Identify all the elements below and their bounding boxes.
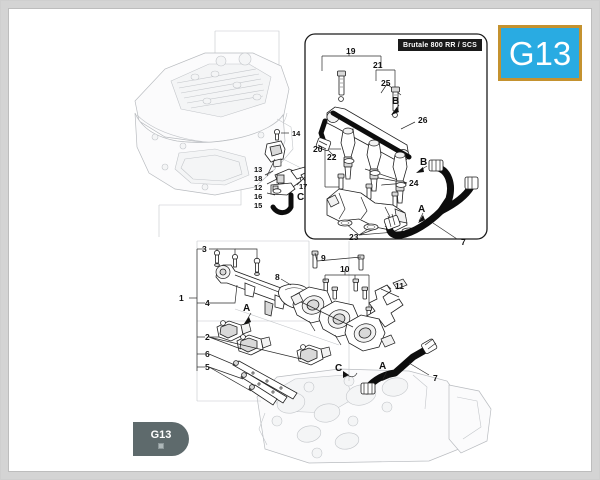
marker-b-hose: B: [420, 157, 427, 168]
inset-part-24-screws: [337, 173, 399, 208]
inset-hose-fitting-a: [383, 213, 401, 230]
hose-fitting-lower: [360, 382, 376, 395]
marker-b-inset: B: [392, 96, 399, 107]
inset-part-20-orings: [343, 158, 407, 188]
part-2-injectors: [216, 320, 332, 366]
callout-1: 1: [179, 293, 184, 303]
callout-21: 21: [373, 60, 383, 70]
callout-17: 17: [299, 182, 307, 191]
callout-19: 19: [346, 46, 356, 56]
plate-tab-label: G13: [150, 428, 172, 441]
part-7-fuel-hose: [360, 338, 438, 395]
callout-text-layer: 19 21 25 26 22 20 24 23 7 B B A 1 4 2 6 …: [179, 46, 466, 383]
callout-leaders-main: [189, 248, 392, 392]
callout-23: 23: [349, 232, 359, 242]
part-16-washer: [272, 188, 282, 194]
parts-layer: [189, 129, 438, 406]
marker-a-hose: A: [418, 204, 425, 215]
callout-10: 10: [340, 264, 350, 274]
inset-hose-fitting-top: [464, 176, 479, 190]
callout-4: 4: [205, 298, 210, 308]
callout-2: 2: [205, 332, 210, 342]
callout-22: 22: [327, 152, 337, 162]
marker-a-rail: A: [243, 303, 250, 314]
inset-panel-border: [304, 33, 488, 240]
part-10-screws: [322, 278, 372, 320]
inset-panel-layer: [304, 33, 488, 240]
callout-8: 8: [275, 272, 280, 282]
engine-cover-ghost: [134, 30, 310, 206]
cylinder-head-ghost: [256, 368, 492, 464]
hose-fitting-upper: [421, 338, 438, 354]
ghost-context-layer: [134, 30, 492, 464]
part-14-screw: [273, 129, 280, 141]
callout-7-inset: 7: [461, 237, 466, 247]
callout-20: 20: [313, 144, 323, 154]
callout-16: 16: [254, 192, 262, 201]
callout-26: 26: [418, 115, 428, 125]
inset-hose-fitting-b: [428, 159, 444, 172]
callout-25: 25: [381, 78, 391, 88]
diagram-canvas: 19 21 25 26 22 20 24 23 7 B B A 1 4 2 6 …: [9, 9, 593, 473]
callout-15: 15: [254, 201, 262, 210]
inset-part-19-screws: [337, 70, 400, 118]
variant-label: Brutale 800 RR / SCS: [398, 39, 483, 51]
inset-marker-arrows: [391, 104, 428, 223]
part-5-6-bolts: [232, 360, 298, 406]
callout-7: 7: [433, 373, 438, 383]
plate-tab[interactable]: G13: [133, 422, 189, 456]
callout-6: 6: [205, 349, 210, 359]
marker-c-cover: C: [297, 192, 304, 203]
inset-part-25-injectors: [340, 127, 408, 204]
plate-badge-label: G13: [508, 34, 572, 72]
inset-part-22-fitting: [315, 137, 332, 151]
callout-24: 24: [409, 178, 419, 188]
callout-9: 9: [321, 253, 326, 263]
part-3-screws: [213, 249, 261, 276]
callout-12: 12: [254, 183, 262, 192]
marker-c-head: C: [335, 363, 342, 374]
callout-leaders-cover: [264, 132, 306, 196]
callout-5: 5: [205, 362, 210, 372]
callout-13: 13: [254, 165, 262, 174]
part-11-bracket: [364, 278, 408, 328]
callout-18: 18: [254, 174, 262, 183]
marker-a-hose2: A: [379, 361, 386, 372]
cover-sensor-group: [264, 129, 317, 216]
part-13-sensor: [264, 140, 286, 168]
callout-3: 3: [202, 244, 207, 254]
plate-badge: G13: [498, 25, 582, 81]
callout-11: 11: [395, 281, 404, 291]
callout-14: 14: [292, 129, 301, 138]
plate-tab-icon: [158, 442, 164, 449]
inset-part-7-hoses: [383, 159, 479, 240]
callout-leader-7: [408, 362, 430, 376]
part-15-elbow-hose: [270, 192, 294, 216]
throttle-body-assembly: [290, 286, 396, 352]
